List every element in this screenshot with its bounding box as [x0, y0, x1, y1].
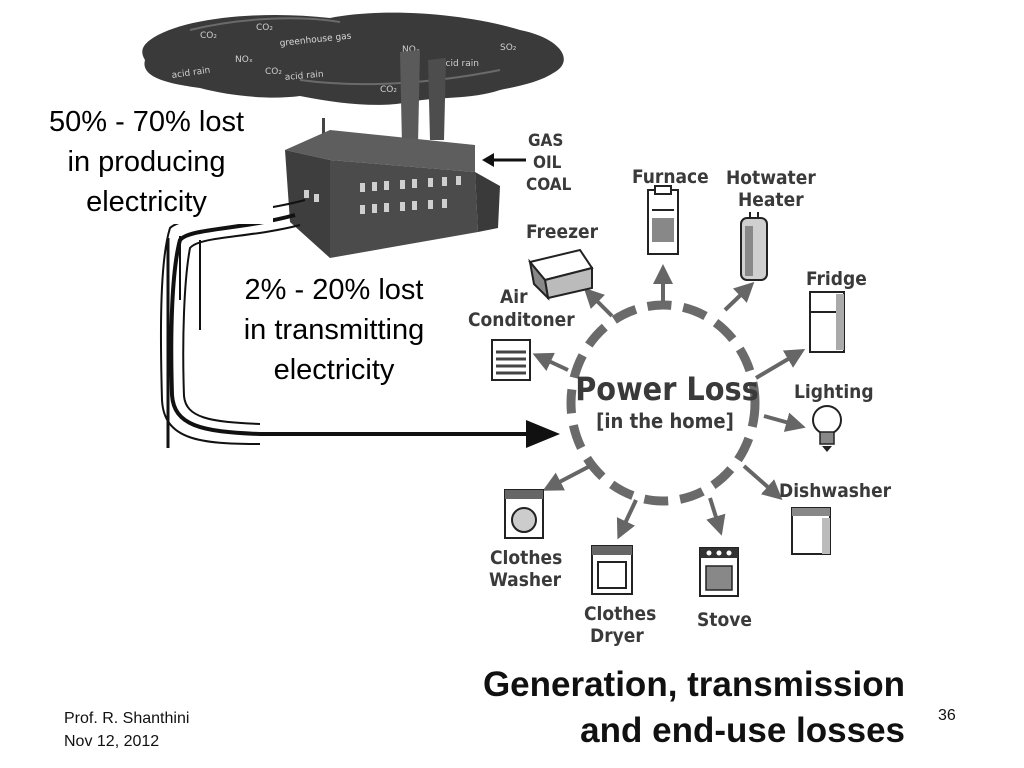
clothes-dryer-label-2: Dryer	[590, 625, 644, 647]
footer-author: Prof. R. Shanthini Nov 12, 2012	[64, 707, 189, 753]
fuel-gas: GAS	[528, 131, 563, 151]
smoke-label: NOₓ	[402, 45, 420, 55]
dishwasher-icon	[791, 507, 831, 555]
power-plant-icon	[285, 50, 500, 258]
hotwater-heater-icon	[740, 212, 768, 281]
production-loss-line: electricity	[86, 186, 207, 218]
fuel-coal: COAL	[526, 175, 572, 195]
air-conditioner-label-2: Conditoner	[468, 309, 575, 331]
furnace-icon	[647, 185, 679, 255]
footer-date: Nov 12, 2012	[64, 733, 160, 750]
clothes-washer-icon	[504, 489, 544, 539]
lighting-label: Lighting	[794, 381, 874, 403]
air-conditioner-label-1: Air	[500, 286, 528, 308]
slide-title: Generation, transmission and end-use los…	[400, 662, 905, 754]
slide-title-line: and end-use losses	[580, 711, 905, 750]
clothes-washer-label-2: Washer	[489, 569, 562, 591]
furnace-label: Furnace	[632, 166, 709, 188]
clothes-dryer-label-1: Clothes	[584, 603, 656, 625]
transmission-loss-line: electricity	[273, 354, 395, 386]
production-loss-annotation: 50% - 70% lost in producing electricity	[20, 100, 273, 224]
smoke-label: NOₓ	[235, 55, 253, 65]
smoke-label: CO₂	[380, 85, 397, 95]
dishwasher-label: Dishwasher	[779, 480, 892, 502]
production-loss-line: in producing	[67, 146, 226, 178]
smoke-label: acid rain	[440, 59, 479, 69]
transmission-arrowhead	[526, 420, 560, 448]
transmission-loss-line: 2% - 20% lost	[244, 274, 424, 306]
fridge-label: Fridge	[806, 268, 867, 290]
clothes-dryer-icon	[591, 545, 633, 595]
fridge-icon	[809, 291, 845, 353]
transmission-loss-line: in transmitting	[243, 314, 425, 346]
freezer-label: Freezer	[526, 221, 599, 243]
appliance-arrows	[532, 264, 806, 540]
author-name: Prof. R. Shanthini	[64, 710, 190, 727]
hub-subtitle: [in the home]	[596, 409, 734, 433]
smoke-label: acid rain	[284, 70, 324, 83]
freezer-icon	[528, 248, 594, 301]
hotwater-heater-label-2: Heater	[738, 189, 804, 211]
smoke-label: CO₂	[200, 31, 217, 41]
air-conditioner-icon	[491, 339, 531, 381]
smoke-label: CO₂	[265, 67, 282, 77]
fuel-oil: OIL	[533, 153, 562, 173]
transmission-lines	[159, 199, 530, 448]
transmission-loss-annotation: 2% - 20% lost in transmitting electricit…	[216, 270, 452, 390]
stove-label: Stove	[697, 609, 752, 631]
fuel-input: GAS OIL COAL	[482, 131, 572, 195]
hotwater-heater-label-1: Hotwater	[726, 167, 816, 189]
slide-title-line: Generation, transmission	[482, 665, 905, 704]
page-number: 36	[938, 707, 956, 724]
clothes-washer-label-1: Clothes	[490, 547, 562, 569]
lighting-icon	[812, 405, 842, 452]
production-loss-line: 50% - 70% lost	[48, 106, 245, 138]
smoke-label: CO₂	[256, 23, 273, 33]
hub-title: Power Loss	[575, 370, 759, 408]
smoke-cloud: CO₂ CO₂ greenhouse gas NOₓ acid rain NOₓ…	[142, 12, 564, 105]
power-loss-ring	[566, 300, 760, 506]
stove-icon	[699, 547, 739, 597]
smoke-label: SO₂	[500, 43, 517, 53]
